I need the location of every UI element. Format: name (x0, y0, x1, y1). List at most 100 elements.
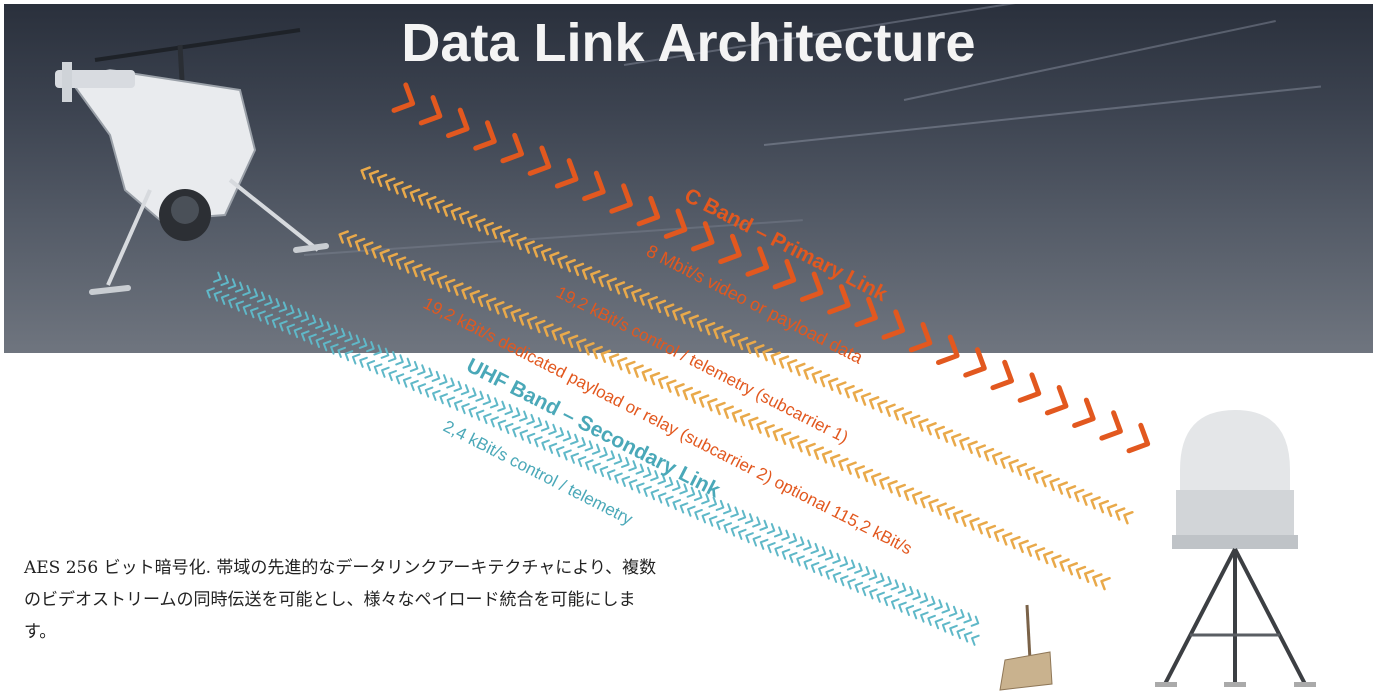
chevron-mark (336, 327, 346, 339)
chevron-mark (663, 303, 675, 317)
chevron-mark (616, 357, 628, 371)
chevron-mark (811, 370, 822, 384)
chevron-mark (387, 351, 397, 363)
c-band-chevrons (391, 82, 1151, 454)
chevron-mark (1083, 569, 1095, 583)
chevron-mark (854, 581, 864, 593)
chevron-mark (920, 494, 931, 509)
chevron-mark (613, 453, 623, 465)
chevron-mark (424, 367, 433, 379)
chevron-mark (883, 575, 892, 588)
chevron-mark (934, 425, 945, 440)
chevron-mark (686, 486, 696, 498)
chevron-mark (788, 551, 798, 564)
chevron-mark (762, 347, 773, 362)
chevron-mark (657, 492, 667, 504)
chevron-mark (803, 558, 813, 570)
chevron-mark (511, 407, 521, 419)
chevron-mark (242, 284, 251, 296)
chevron-mark (543, 323, 554, 337)
chevron-mark (540, 247, 552, 262)
chevron-mark (436, 275, 448, 289)
chevron-mark (919, 592, 929, 604)
chevron-mark (368, 169, 380, 184)
chevron-mark (227, 278, 237, 290)
chevron-mark (534, 436, 543, 448)
chevron-mark (829, 453, 841, 468)
chevron-mark (344, 331, 353, 343)
chevron-mark (582, 170, 606, 202)
chevron-mark (897, 582, 907, 594)
chevron-mark (803, 539, 812, 551)
chevron-mark (499, 229, 511, 243)
uhf-forward-chevrons (213, 271, 980, 627)
chevron-mark (846, 461, 857, 475)
chevron-mark (235, 300, 245, 312)
chevron-mark (827, 284, 851, 315)
chevron-mark (752, 535, 762, 547)
chevron-mark (1018, 539, 1029, 554)
chevron-mark (679, 483, 688, 495)
caption-text: AES 256 ビット暗号化. 帯域の先進的なデータリンクアーキテクチャにより、… (24, 558, 657, 642)
chevron-mark (650, 489, 660, 501)
chevron-mark (329, 324, 339, 336)
chevron-mark (934, 599, 943, 611)
chevron-mark (721, 329, 732, 343)
chevron-mark (516, 236, 527, 251)
chevron-mark (935, 334, 960, 365)
chevron-mark (460, 384, 470, 396)
chevron-mark (468, 387, 477, 399)
chevron-mark (385, 177, 396, 191)
chevron-mark (315, 336, 325, 349)
chevron-mark (1032, 470, 1044, 484)
chevron-mark (701, 512, 711, 524)
chevron-mark (549, 251, 560, 265)
ground-station-dome-icon (1155, 410, 1316, 687)
chevron-mark (606, 277, 617, 291)
chevron-mark (535, 319, 546, 334)
chevron-mark (690, 390, 702, 404)
chevron-mark (869, 588, 878, 600)
chevron-mark (649, 371, 661, 386)
chevron-mark (636, 195, 661, 227)
chevron-mark (909, 414, 921, 429)
chevron-mark (730, 506, 739, 518)
chevron-mark (483, 413, 492, 425)
chevron-mark (639, 292, 650, 306)
chevron-mark (519, 429, 529, 441)
chevron-mark (446, 377, 455, 389)
chevron-mark (788, 532, 798, 545)
chevron-mark (657, 473, 667, 485)
chevron-mark (745, 532, 754, 544)
chevron-mark (1008, 459, 1019, 473)
chevron-mark (585, 459, 594, 471)
chevron-mark (665, 495, 674, 507)
chevron-mark (1067, 562, 1078, 576)
chevron-mark (832, 552, 841, 564)
chevron-mark (950, 433, 962, 447)
chevron-mark (754, 344, 765, 358)
chevron-mark (475, 409, 485, 421)
chevron-mark (708, 515, 718, 527)
chevron-mark (592, 345, 603, 360)
chevron-mark (540, 420, 550, 432)
chevron-mark (541, 439, 550, 451)
subcarrier1-chevrons (360, 166, 1134, 525)
chevron-mark (1072, 397, 1096, 429)
chevron-mark (756, 420, 767, 434)
chevron-mark (739, 412, 751, 427)
chevron-mark (868, 569, 878, 581)
chevron-mark (322, 340, 332, 352)
chevron-mark (679, 502, 689, 514)
chevron-mark (875, 572, 885, 584)
chevron-mark (344, 350, 354, 362)
chevron-mark (428, 271, 440, 285)
chevron-mark (358, 337, 368, 349)
chevron-mark (391, 82, 416, 113)
chevron-mark (330, 343, 339, 355)
chevron-mark (418, 95, 443, 126)
chevron-mark (527, 145, 552, 176)
chevron-mark (279, 320, 288, 332)
chevron-mark (905, 604, 915, 617)
